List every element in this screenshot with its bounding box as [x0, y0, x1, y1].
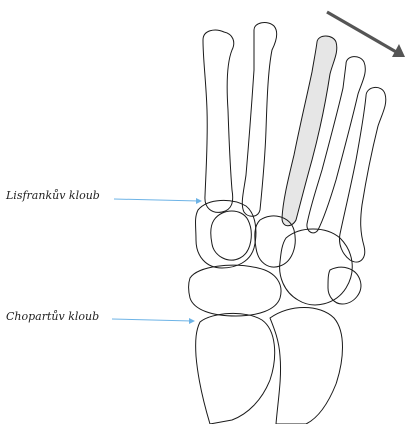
- chopart-pointer-line: [112, 319, 192, 321]
- calcaneus: [270, 308, 343, 424]
- talus: [196, 313, 275, 424]
- direction-arrow-icon: [327, 12, 405, 57]
- intermediate-cuneiform: [211, 211, 252, 260]
- calcaneus-process: [328, 267, 361, 304]
- navicular: [189, 265, 282, 316]
- chopart-joint-label: Chopartův kloub: [6, 310, 99, 323]
- metatarsal-1: [203, 30, 234, 212]
- metatarsal-3-highlighted: [282, 36, 337, 226]
- lisfranc-pointer-line: [114, 199, 199, 201]
- lisfranc-joint-label: Lisfrankův kloub: [6, 189, 100, 202]
- metatarsal-2: [242, 23, 276, 217]
- metatarsal-5: [339, 87, 385, 262]
